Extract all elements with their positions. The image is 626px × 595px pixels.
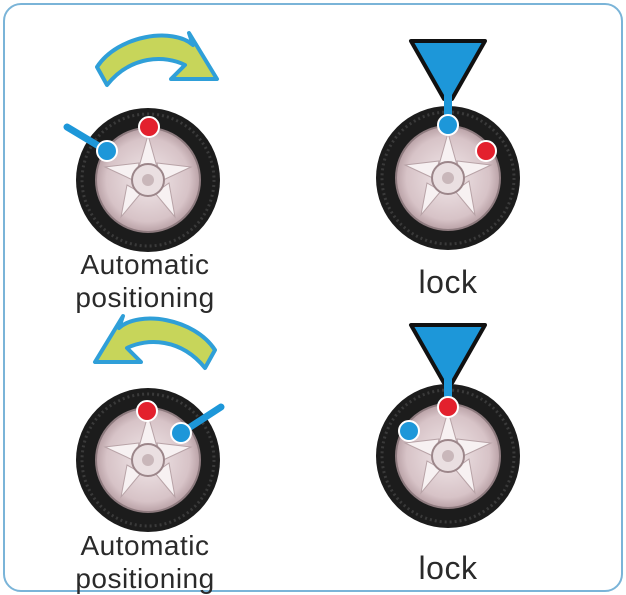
rotate-left-arrow-icon [93,314,217,370]
caption-auto-2: Automatic positioning [65,529,225,595]
caption-line-2: positioning [75,563,215,594]
caption-auto-1: Automatic positioning [65,248,225,314]
caption-line-1: Automatic [80,530,210,561]
funnel-marker-icon [409,39,487,136]
funnel-marker-icon [409,323,487,418]
rotate-right-arrow-icon [95,31,219,87]
diagram-frame: Automatic positioning [3,3,623,595]
wheel-auto-1 [63,108,220,252]
wheel-lock-2 [376,323,520,528]
caption-line-1: Automatic [80,249,210,280]
caption-lock-1: lock [418,264,478,300]
wheel-lock-1 [376,39,520,250]
wheel-auto-2 [76,388,225,532]
caption-lock-2: lock [418,550,478,586]
caption-line-2: positioning [75,282,215,313]
